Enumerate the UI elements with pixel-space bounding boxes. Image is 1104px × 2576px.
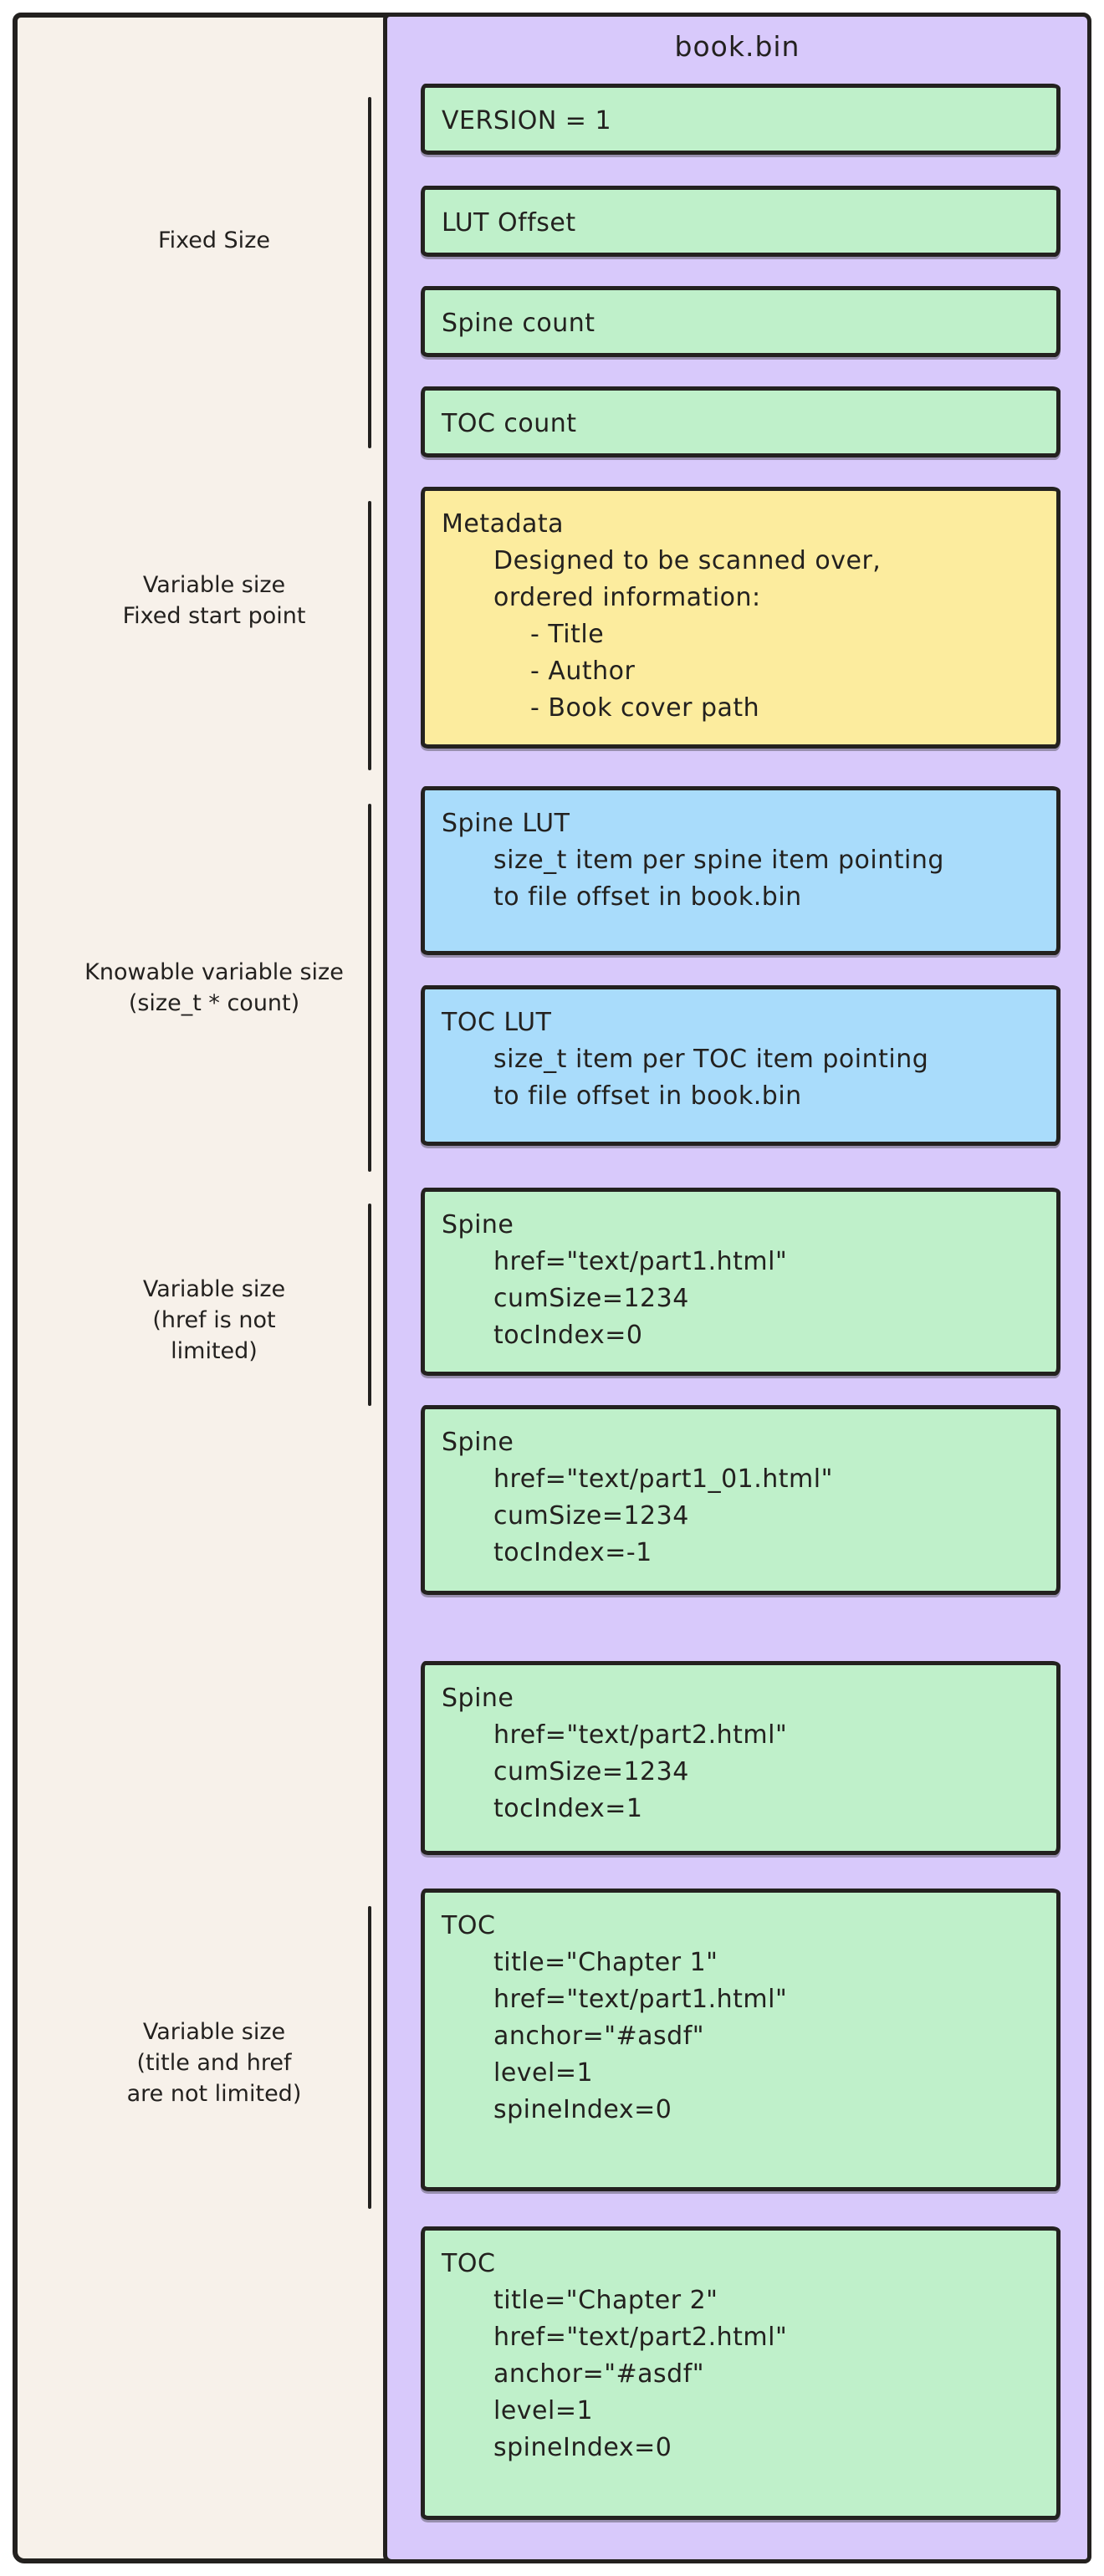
book-bin-container: book.bin VERSION = 1 LUT Offset Spine co… [383, 13, 1091, 2563]
box-spine-3: Spine href="text/part2.html" cumSize=123… [421, 1661, 1061, 1855]
box-line: tocIndex=1 [493, 1794, 643, 1823]
box-line: href="text/part1.html" [493, 1247, 788, 1276]
box-line: TOC [442, 2249, 496, 2278]
box-line: tocIndex=-1 [493, 1538, 652, 1567]
box-line: TOC LUT [442, 1008, 552, 1037]
box-toc-lut: TOC LUT size_t item per TOC item pointin… [421, 985, 1061, 1146]
box-spine-lut: Spine LUT size_t item per spine item poi… [421, 786, 1061, 955]
box-version: VERSION = 1 [421, 84, 1061, 155]
box-line: spineIndex=0 [493, 2095, 672, 2124]
box-line: - Book cover path [530, 693, 760, 723]
box-line: cumSize=1234 [493, 1284, 689, 1313]
box-line: TOC count [442, 409, 577, 438]
box-line: level=1 [493, 2058, 594, 2088]
box-line: TOC [442, 1911, 496, 1940]
rail-label-variable-size-title-href: Variable size (title and href are not li… [68, 2016, 360, 2109]
rail-label-line: Variable size [142, 572, 286, 598]
box-line: VERSION = 1 [442, 106, 612, 135]
box-line: href="text/part1.html" [493, 1985, 788, 2014]
box-line: cumSize=1234 [493, 1757, 689, 1786]
box-line: - Author [530, 657, 636, 686]
box-line: size_t item per spine item pointing [493, 846, 944, 875]
bracket-variable-size-href [368, 1204, 371, 1406]
box-line: ordered information: [493, 583, 761, 612]
box-line: tocIndex=0 [493, 1321, 643, 1350]
box-line: LUT Offset [442, 208, 576, 238]
box-line: anchor="#asdf" [493, 2021, 705, 2051]
box-line: href="text/part2.html" [493, 2323, 788, 2352]
box-line: level=1 [493, 2396, 594, 2425]
box-line: spineIndex=0 [493, 2433, 672, 2462]
box-line: Spine LUT [442, 809, 570, 838]
box-line: to file offset in book.bin [493, 882, 802, 912]
box-lut-offset: LUT Offset [421, 186, 1061, 257]
bracket-fixed-size [368, 97, 371, 448]
box-toc-2: TOC title="Chapter 2" href="text/part2.h… [421, 2226, 1061, 2520]
box-line: Spine count [442, 309, 595, 338]
rail-label-fixed-size: Fixed Size [68, 225, 360, 256]
bracket-variable-size-fixed-start [368, 501, 371, 770]
box-line: anchor="#asdf" [493, 2359, 705, 2389]
rail-label-line: Knowable variable size [84, 959, 344, 985]
box-metadata: Metadata Designed to be scanned over, or… [421, 487, 1061, 749]
box-spine-count: Spine count [421, 286, 1061, 357]
box-line: title="Chapter 2" [493, 2286, 718, 2315]
bracket-knowable-variable-size [368, 804, 371, 1172]
box-line: Designed to be scanned over, [493, 546, 882, 575]
box-line: Spine [442, 1210, 514, 1239]
rail-label-variable-size-href: Variable size (href is not limited) [68, 1274, 360, 1367]
rail-label-variable-size-fixed-start: Variable size Fixed start point [68, 570, 360, 631]
box-line: - Title [530, 620, 605, 649]
box-line: Spine [442, 1428, 514, 1457]
rail-label-line: Fixed start point [122, 603, 306, 629]
container-title: book.bin [674, 30, 800, 63]
bracket-variable-size-title-href [368, 1906, 371, 2209]
box-line: href="text/part1_01.html" [493, 1464, 833, 1494]
rail-label-line: (title and href [136, 2050, 292, 2076]
rail-label-line: Fixed Size [158, 227, 270, 253]
rail-label-line: Variable size [142, 1276, 286, 1302]
box-line: href="text/part2.html" [493, 1720, 788, 1750]
box-line: size_t item per TOC item pointing [493, 1045, 929, 1074]
box-line: cumSize=1234 [493, 1501, 689, 1531]
rail-label-line: (href is not [152, 1307, 276, 1333]
box-line: title="Chapter 1" [493, 1948, 718, 1977]
box-spine-1: Spine href="text/part1.html" cumSize=123… [421, 1188, 1061, 1376]
rail-label-line: (size_t * count) [128, 990, 300, 1016]
box-spine-2: Spine href="text/part1_01.html" cumSize=… [421, 1405, 1061, 1595]
rail-label-line: Variable size [142, 2019, 286, 2045]
box-line: to file offset in book.bin [493, 1081, 802, 1111]
box-toc-count: TOC count [421, 386, 1061, 457]
box-toc-1: TOC title="Chapter 1" href="text/part1.h… [421, 1889, 1061, 2191]
rail-label-knowable-variable-size: Knowable variable size (size_t * count) [68, 957, 360, 1019]
rail-label-line: are not limited) [126, 2081, 302, 2107]
rail-label-line: limited) [171, 1338, 258, 1364]
box-line: Spine [442, 1684, 514, 1713]
box-line: Metadata [442, 509, 565, 539]
